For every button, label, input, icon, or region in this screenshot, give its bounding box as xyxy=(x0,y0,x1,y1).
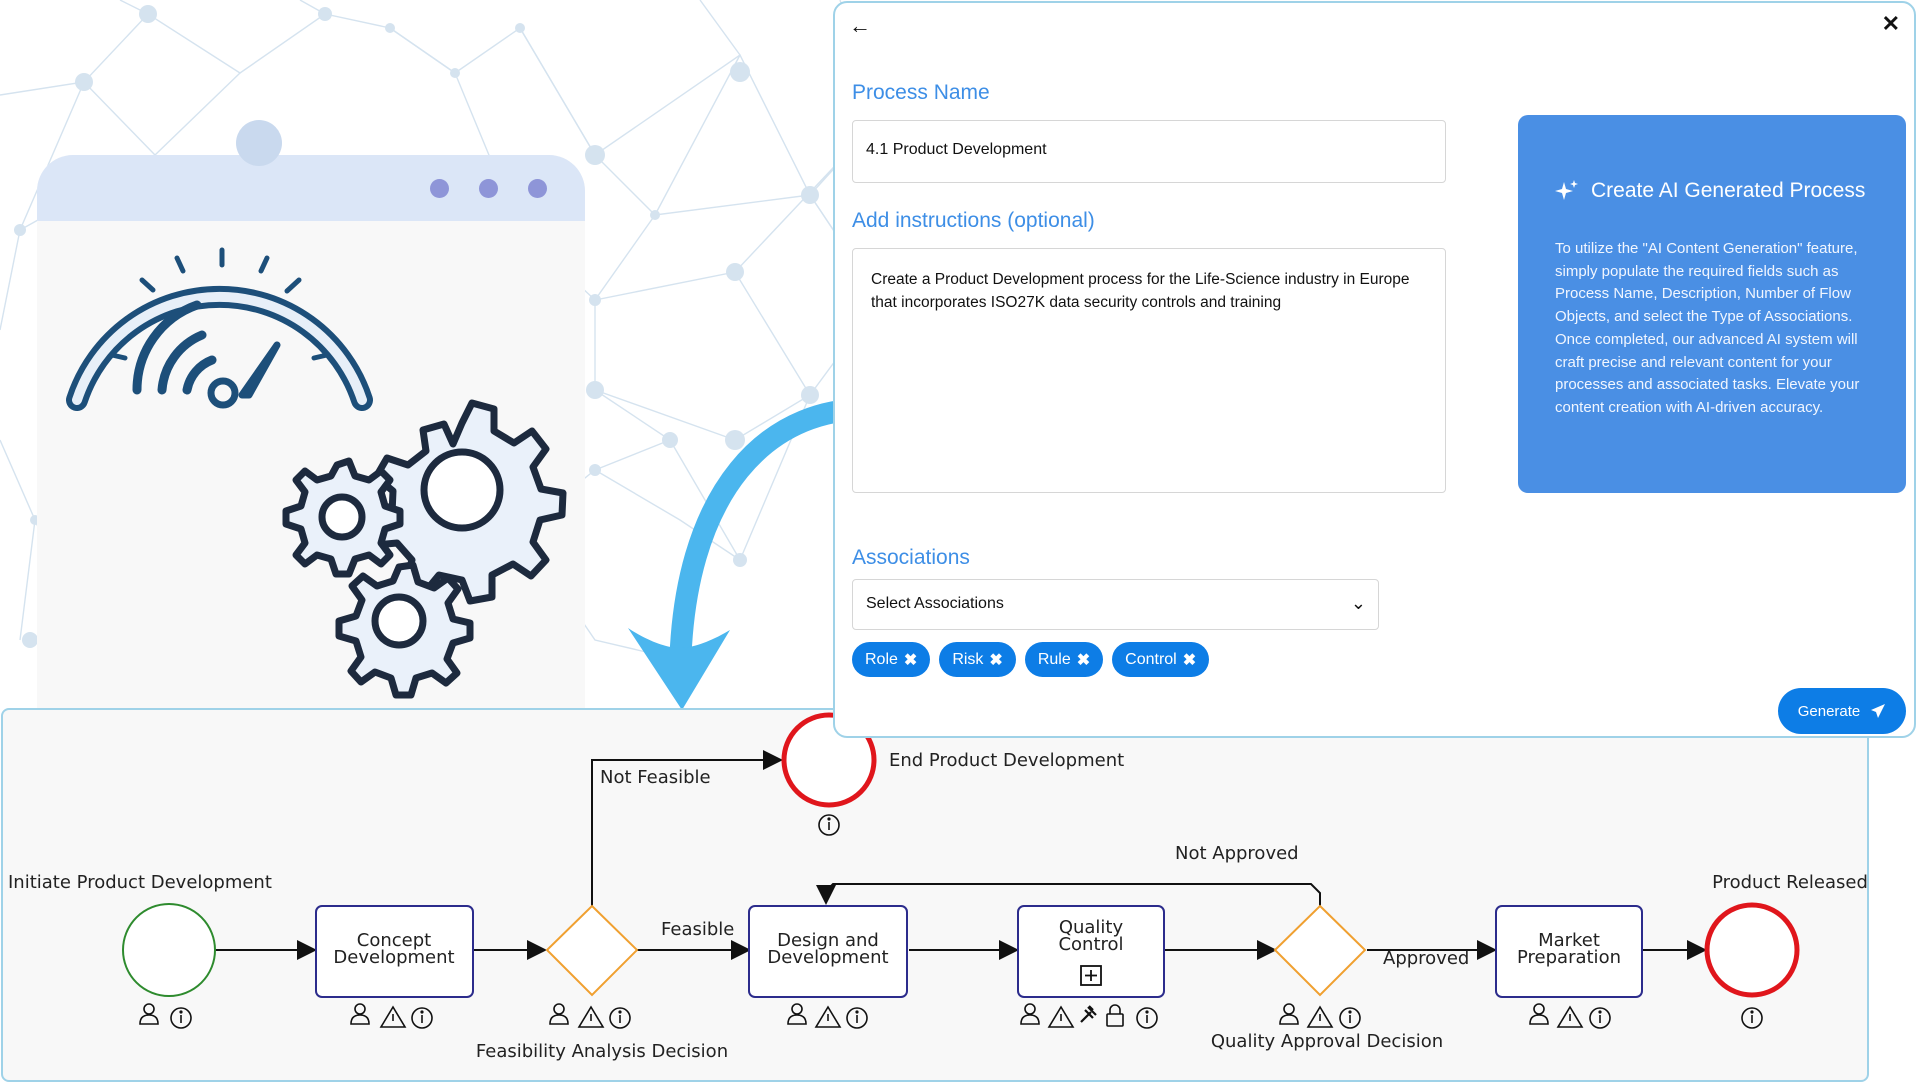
association-chips: Role ✖ Risk ✖ Rule ✖ Control ✖ xyxy=(852,642,1210,677)
end-event-label: Product Released xyxy=(1712,872,1868,893)
info-icon[interactable] xyxy=(411,1007,433,1029)
user-icon[interactable] xyxy=(350,1003,370,1025)
gateway-quality-approval[interactable] xyxy=(1273,904,1367,997)
chip-label: Risk xyxy=(952,650,984,668)
associations-select-value: Select Associations xyxy=(866,595,1004,612)
chip-label: Rule xyxy=(1037,650,1071,668)
warning-icon[interactable] xyxy=(1047,1005,1075,1028)
warning-icon[interactable] xyxy=(814,1005,842,1028)
subprocess-plus-icon xyxy=(1080,965,1102,986)
task-label: Preparation xyxy=(1517,947,1621,968)
gateway-label: Quality Approval Decision xyxy=(1211,1031,1443,1052)
window-dot xyxy=(479,179,498,198)
flow-label: Not Feasible xyxy=(600,767,711,788)
gears-icon xyxy=(282,399,567,699)
chevron-down-icon: ⌄ xyxy=(1350,593,1366,613)
generate-label: Generate xyxy=(1797,702,1861,720)
info-icon[interactable] xyxy=(170,1007,192,1029)
chip-label: Role xyxy=(865,650,898,668)
info-icon[interactable] xyxy=(1589,1007,1611,1029)
info-icon[interactable] xyxy=(1741,1007,1763,1029)
gavel-icon[interactable] xyxy=(1080,1005,1097,1023)
task-label: Concept xyxy=(357,930,431,951)
flow-not-approved xyxy=(816,883,1321,906)
browser-knob xyxy=(236,120,282,166)
remove-icon[interactable]: ✖ xyxy=(1076,651,1091,669)
info-icon[interactable] xyxy=(846,1007,868,1029)
warning-icon[interactable] xyxy=(1556,1005,1584,1028)
warning-icon[interactable] xyxy=(379,1005,407,1028)
process-diagram: Concept Development Design and Developme… xyxy=(8,712,1868,1062)
gateway-feasibility[interactable] xyxy=(545,904,639,997)
window-dot xyxy=(528,179,547,198)
window-dot xyxy=(430,179,449,198)
task-quality-control[interactable] xyxy=(1017,905,1165,998)
send-icon xyxy=(1871,704,1886,718)
chip-risk[interactable]: Risk ✖ xyxy=(939,642,1016,677)
chip-label: Control xyxy=(1125,650,1177,668)
info-icon[interactable] xyxy=(609,1007,631,1029)
ai-process-dialog: ← ✕ Process Name 4.1 Product Development… xyxy=(833,1,1916,738)
process-name-label: Process Name xyxy=(852,81,990,104)
close-icon[interactable]: ✕ xyxy=(1881,11,1900,36)
process-name-input[interactable]: 4.1 Product Development xyxy=(852,120,1446,183)
task-design-development[interactable] xyxy=(748,905,908,998)
flow-label: Feasible xyxy=(661,919,734,940)
chip-control[interactable]: Control ✖ xyxy=(1112,642,1210,677)
info-icon[interactable] xyxy=(818,814,840,836)
start-event-label: Initiate Product Development xyxy=(8,872,272,893)
instructions-label: Add instructions (optional) xyxy=(852,209,1095,232)
task-concept-development[interactable] xyxy=(315,905,474,998)
user-icon[interactable] xyxy=(787,1003,807,1025)
remove-icon[interactable]: ✖ xyxy=(989,651,1003,669)
task-label: Development xyxy=(767,947,888,968)
ai-description: To utilize the "AI Content Generation" f… xyxy=(1555,240,1860,416)
browser-title-bar xyxy=(37,155,585,221)
ai-panel-title: Create AI Generated Process xyxy=(1555,179,1865,203)
flow-label: Not Approved xyxy=(1175,843,1299,864)
ai-title-text: Create AI Generated Process xyxy=(1591,179,1866,202)
flow-label: Approved xyxy=(1383,948,1469,969)
instructions-textarea[interactable]: Create a Product Development process for… xyxy=(852,248,1446,493)
generate-button[interactable]: Generate xyxy=(1778,688,1906,734)
info-icon[interactable] xyxy=(1136,1007,1158,1029)
warning-icon[interactable] xyxy=(577,1005,605,1028)
end-event-label: End Product Development xyxy=(889,750,1124,771)
chip-role[interactable]: Role ✖ xyxy=(852,642,931,677)
back-arrow-icon[interactable]: ← xyxy=(849,13,871,38)
sparkle-icon xyxy=(1555,180,1578,200)
ai-info-panel: Create AI Generated Process To utilize t… xyxy=(1518,115,1906,493)
user-icon[interactable] xyxy=(1279,1003,1299,1025)
flow-not-feasible xyxy=(591,750,783,906)
task-market-preparation[interactable] xyxy=(1495,905,1643,998)
lock-icon[interactable] xyxy=(1106,1004,1124,1027)
task-label: Market xyxy=(1538,930,1600,951)
info-icon[interactable] xyxy=(1339,1007,1361,1029)
end-event-released[interactable] xyxy=(1704,902,1800,998)
user-icon[interactable] xyxy=(1020,1003,1040,1025)
warning-icon[interactable] xyxy=(1306,1005,1334,1028)
task-label: Development xyxy=(333,947,454,968)
process-diagram-canvas: Concept Development Design and Developme… xyxy=(1,708,1869,1082)
associations-select[interactable]: Select Associations ⌄ xyxy=(852,579,1379,630)
task-label: Design and xyxy=(777,930,879,951)
associations-label: Associations xyxy=(852,546,970,569)
speedometer-gears-illustration xyxy=(66,247,567,699)
remove-icon[interactable]: ✖ xyxy=(903,651,918,669)
chip-rule[interactable]: Rule ✖ xyxy=(1024,642,1104,677)
task-label: Control xyxy=(1058,934,1123,955)
user-icon[interactable] xyxy=(139,1003,159,1025)
task-label: Quality xyxy=(1059,917,1124,938)
remove-icon[interactable]: ✖ xyxy=(1182,651,1197,669)
gateway-label: Feasibility Analysis Decision xyxy=(476,1041,728,1062)
speedometer-icon xyxy=(66,247,373,411)
start-event[interactable] xyxy=(122,903,216,997)
user-icon[interactable] xyxy=(549,1003,569,1025)
user-icon[interactable] xyxy=(1529,1003,1549,1025)
